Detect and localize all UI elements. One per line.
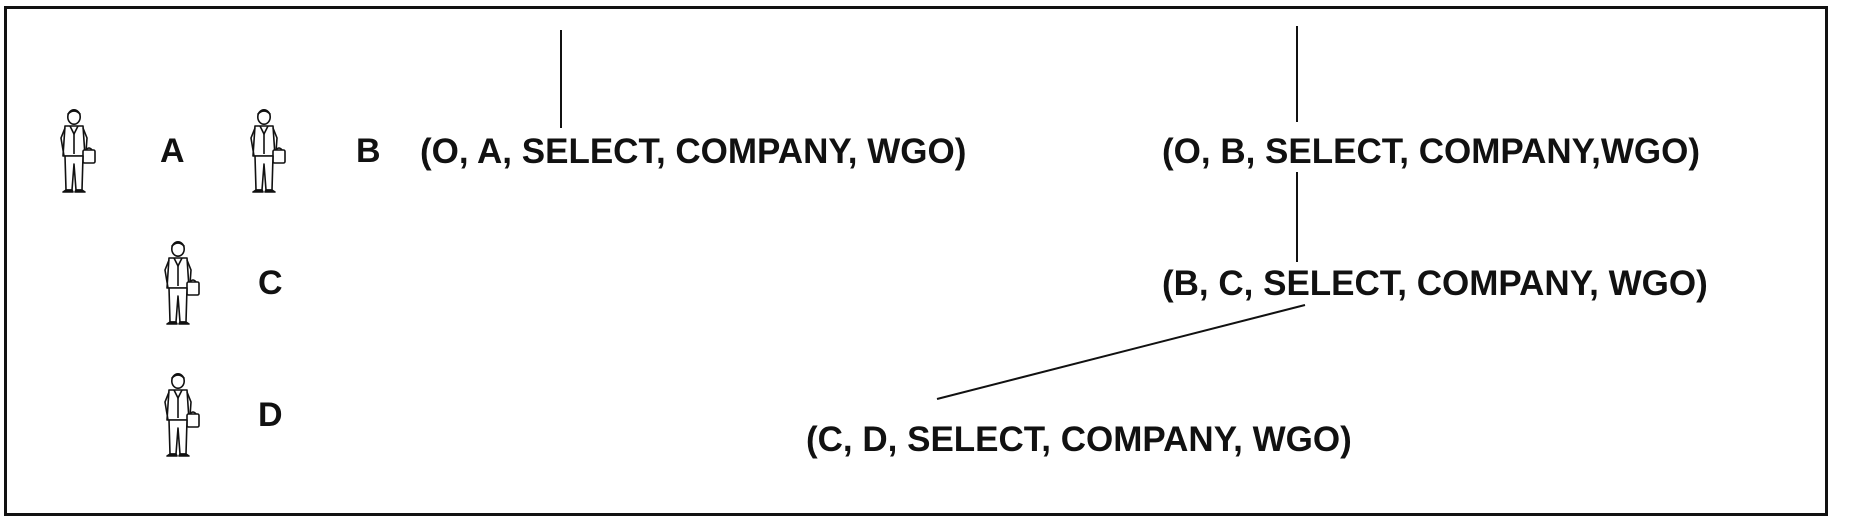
businessman-icon — [164, 241, 200, 325]
user-label-a: A — [160, 132, 185, 170]
grant-tuple-o-b: (O, B, SELECT, COMPANY,WGO) — [1162, 132, 1700, 171]
grant-tuple-c-d: (C, D, SELECT, COMPANY, WGO) — [806, 420, 1352, 459]
businessman-icon — [60, 109, 96, 193]
person-icon-user-a — [54, 108, 100, 198]
user-label-d: D — [258, 396, 283, 434]
user-label-b: B — [356, 132, 381, 170]
grant-tuple-o-a: (O, A, SELECT, COMPANY, WGO) — [420, 132, 967, 171]
businessman-icon — [250, 109, 286, 193]
person-icon-user-c — [158, 240, 204, 330]
diagram-frame — [4, 6, 1828, 516]
connector-b-c-to-c-d — [936, 304, 1306, 400]
grant-tuple-b-c: (B, C, SELECT, COMPANY, WGO) — [1162, 264, 1708, 303]
person-icon-user-b — [244, 108, 290, 198]
businessman-icon — [164, 373, 200, 457]
person-icon-user-d — [158, 372, 204, 462]
user-label-c: C — [258, 264, 283, 302]
